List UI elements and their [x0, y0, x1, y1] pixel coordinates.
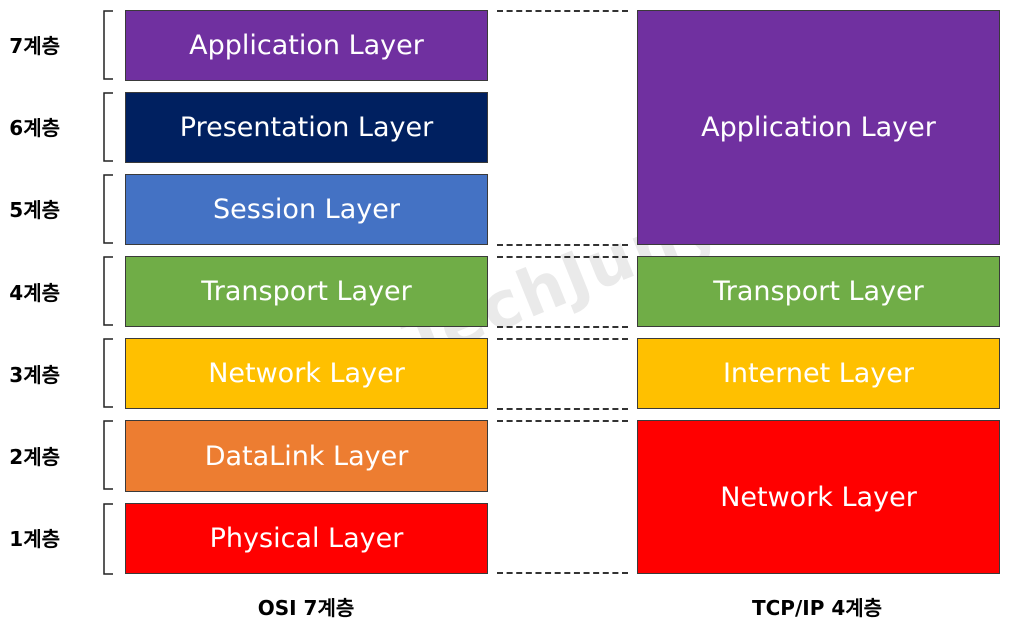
osi-presentation-layer: Presentation Layer: [125, 92, 488, 163]
tcpip-transport-layer-label: Transport Layer: [713, 276, 924, 307]
osi-physical-layer-label: Physical Layer: [209, 523, 404, 554]
boundary-line-application: [497, 244, 628, 246]
bracket-layer-3: [100, 338, 114, 408]
osi-caption: OSI 7계층: [257, 596, 355, 620]
tcpip-caption: TCP/IP 4계층: [751, 596, 883, 620]
tcpip-network-layer: Network Layer: [637, 420, 1000, 574]
tcpip-network-layer-label: Network Layer: [720, 481, 917, 513]
layer-number-3: 3계층: [9, 363, 60, 387]
bracket-layer-1: [100, 503, 114, 575]
tcpip-internet-layer: Internet Layer: [637, 338, 1000, 409]
boundary-line-bottom: [497, 572, 628, 574]
boundary-line-network-bottom: [497, 408, 628, 410]
bracket-layer-6: [100, 92, 114, 162]
osi-network-layer: Network Layer: [125, 338, 488, 409]
osi-transport-layer: Transport Layer: [125, 256, 488, 327]
osi-network-layer-label: Network Layer: [208, 358, 405, 389]
layer-number-2: 2계층: [9, 445, 60, 469]
tcpip-internet-layer-label: Internet Layer: [722, 358, 915, 389]
osi-session-layer-label: Session Layer: [213, 194, 400, 225]
osi-datalink-layer-label: DataLink Layer: [204, 440, 409, 472]
osi-application-layer: Application Layer: [125, 10, 488, 81]
osi-presentation-layer-label: Presentation Layer: [179, 112, 434, 143]
bracket-layer-7: [100, 10, 114, 80]
bracket-layer-2: [100, 420, 114, 490]
osi-transport-layer-label: Transport Layer: [201, 276, 412, 307]
boundary-line-transport-bottom: [497, 326, 628, 328]
bracket-layer-4: [100, 256, 114, 326]
boundary-line-datalink-top: [497, 420, 628, 422]
tcpip-transport-layer: Transport Layer: [637, 256, 1000, 327]
osi-application-layer-label: Application Layer: [189, 30, 424, 61]
tcpip-application-layer-label: Application Layer: [701, 112, 936, 143]
osi-session-layer: Session Layer: [125, 174, 488, 245]
layer-number-1: 1계층: [9, 527, 60, 551]
layer-number-6: 6계층: [9, 116, 60, 140]
osi-physical-layer: Physical Layer: [125, 503, 488, 574]
layer-number-5: 5계층: [9, 198, 60, 222]
boundary-line-network-top: [497, 338, 628, 340]
boundary-line-top: [497, 10, 628, 12]
tcpip-application-layer: Application Layer: [637, 10, 1000, 245]
boundary-line-transport-top: [497, 256, 628, 258]
layer-number-4: 4계층: [9, 281, 60, 305]
bracket-layer-5: [100, 174, 114, 244]
osi-datalink-layer: DataLink Layer: [125, 420, 488, 492]
layer-number-7: 7계층: [9, 34, 60, 58]
